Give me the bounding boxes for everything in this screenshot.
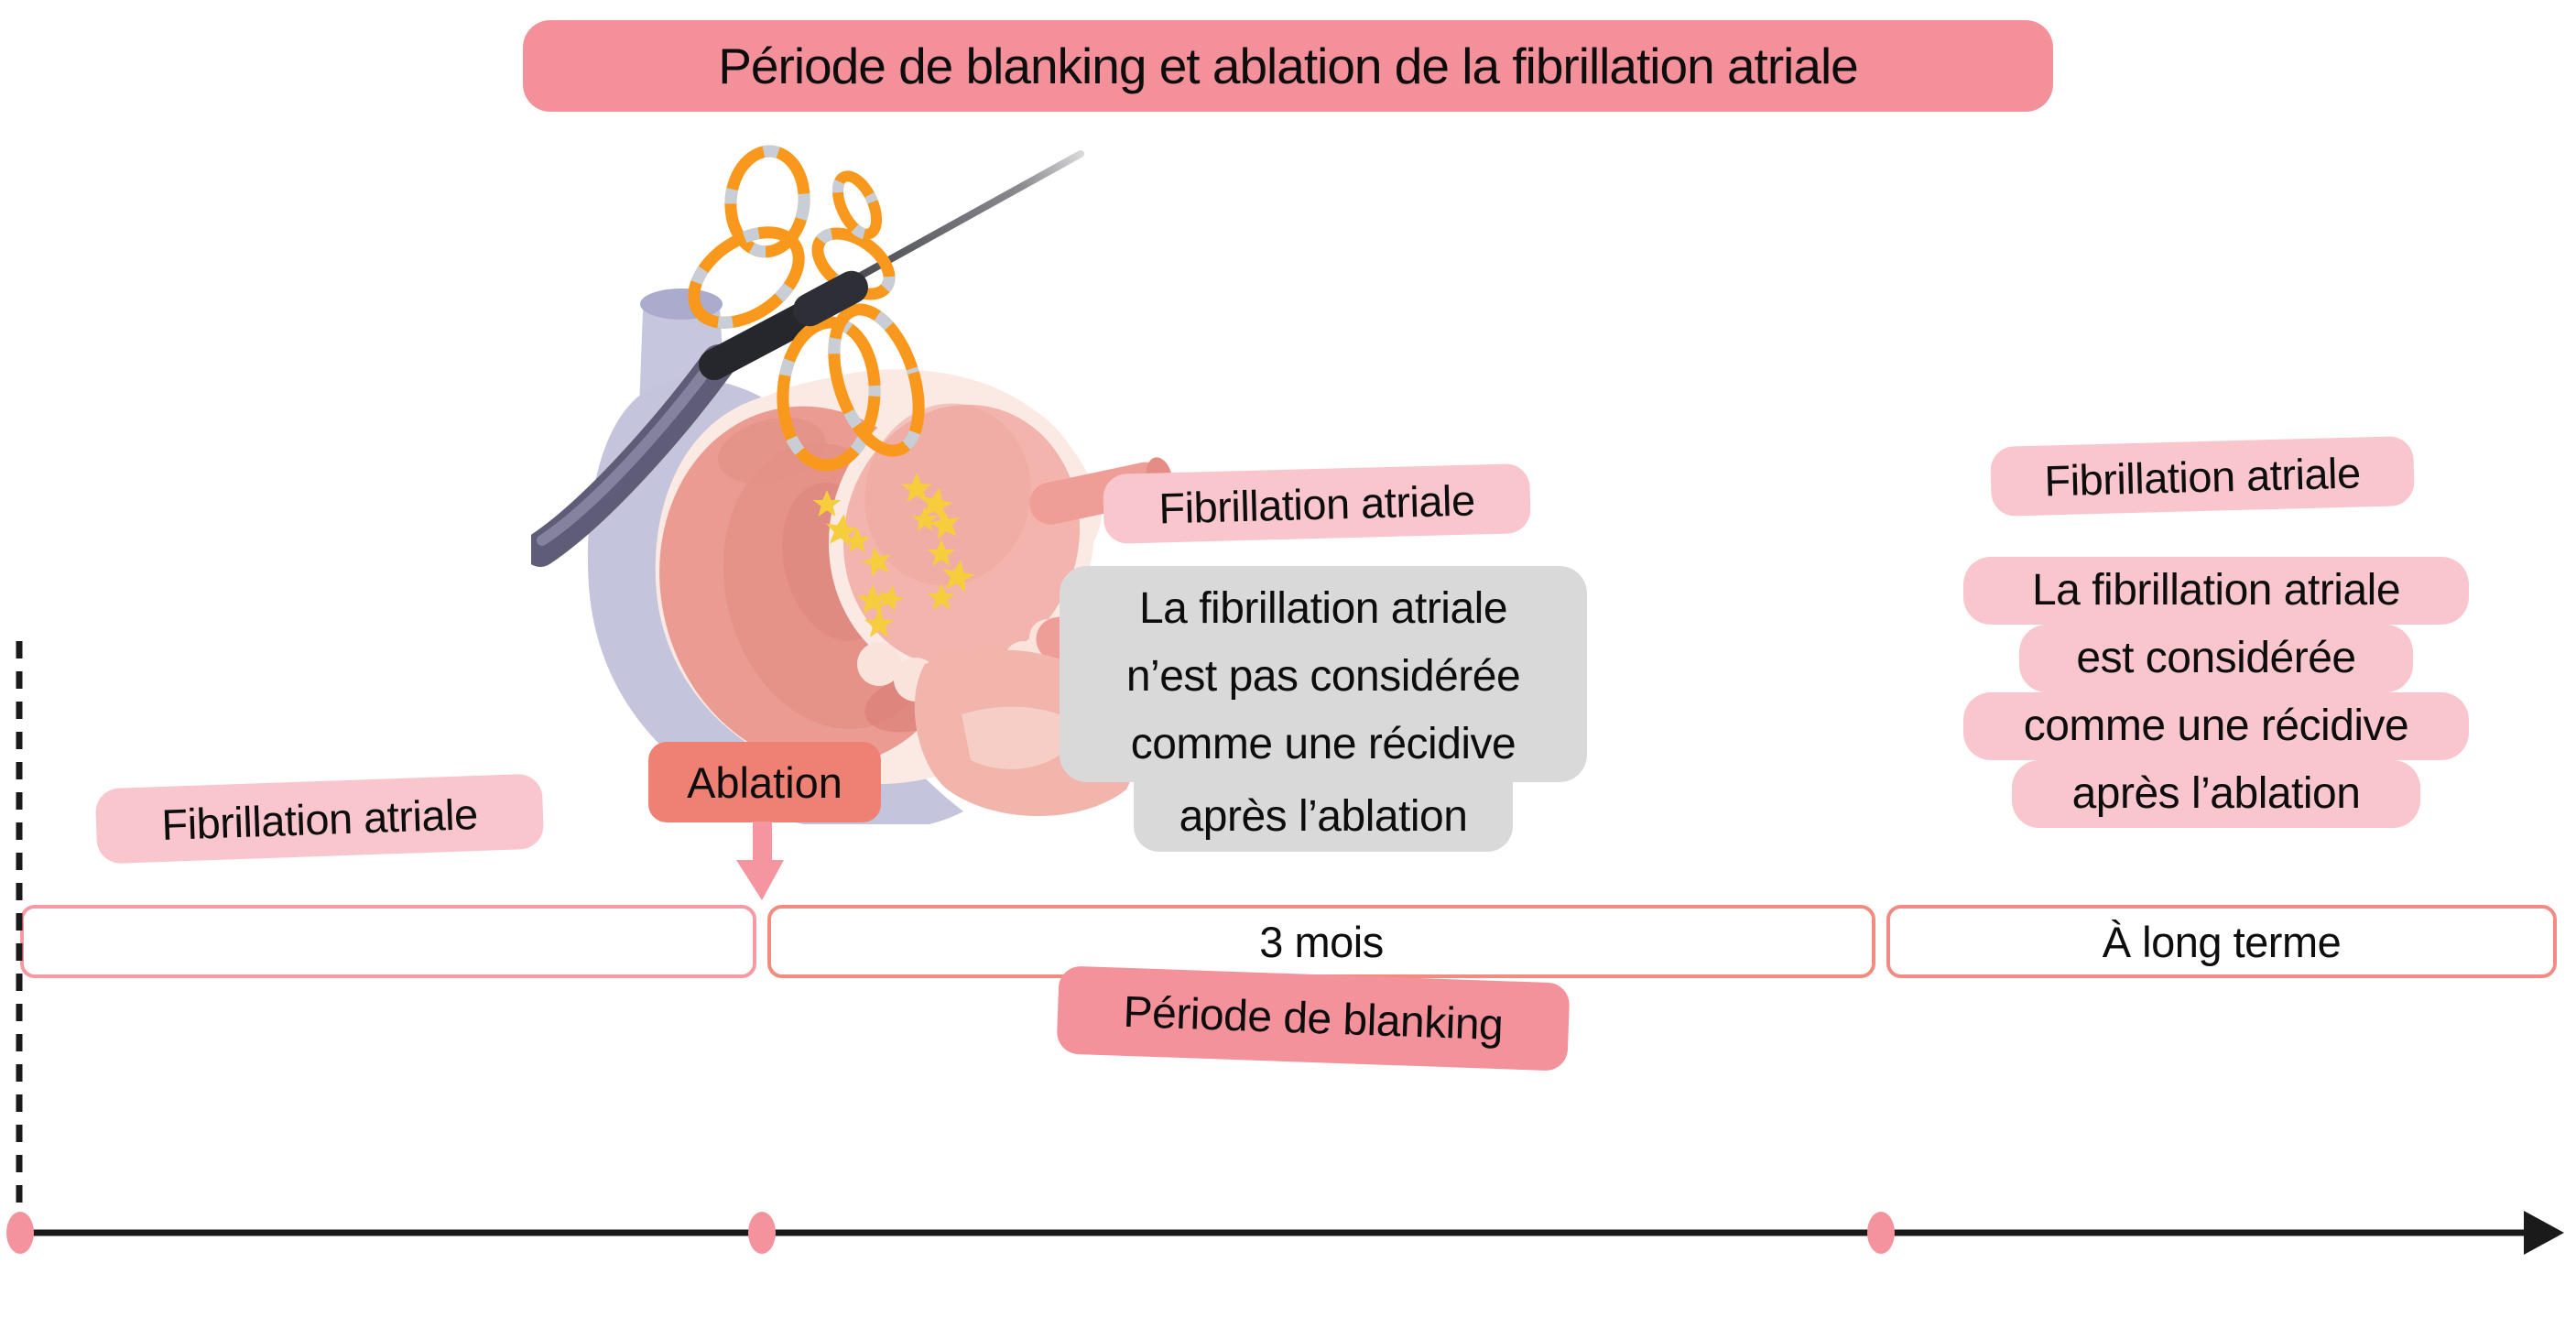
page-title: Période de blanking et ablation de la fi… — [718, 38, 1859, 94]
catheter-hub — [793, 270, 868, 327]
axis-dot-ablation — [748, 1212, 776, 1254]
title-banner: Période de blanking et ablation de la fi… — [523, 20, 2053, 112]
left-chamber — [659, 406, 971, 767]
callout-line: La fibrillation atriale — [1138, 584, 1508, 633]
callout-line: comme une récidive — [1963, 692, 2469, 760]
label-blanking-period: Période de blanking — [1056, 965, 1571, 1072]
fibrillation-stars — [812, 473, 978, 637]
callout-no-recurrence: La fibrillation atriale n’est pas consid… — [1060, 566, 1587, 852]
label-fibrillation-right: Fibrillation atriale — [1990, 435, 2415, 517]
guidewire-needle — [839, 150, 1084, 289]
catheter-flower-loops — [688, 145, 925, 472]
vena-cava-vessel — [639, 288, 725, 419]
timeline-segment-long-term: À long terme — [1886, 905, 2557, 978]
time-axis-arrowhead-icon — [2524, 1211, 2564, 1255]
heart-body — [655, 369, 1103, 785]
axis-dot-3-months — [1867, 1212, 1895, 1254]
timeline-segment-before-ablation — [20, 905, 756, 978]
callout-no-recurrence-body: La fibrillation atriale n’est pas consid… — [1060, 566, 1587, 782]
callout-recurrence: La fibrillation atriale est considérée c… — [1963, 557, 2469, 828]
callout-line: n’est pas considérée — [1125, 652, 1521, 701]
catheter-shaft — [531, 300, 821, 567]
label-fibrillation-left: Fibrillation atriale — [94, 773, 545, 865]
callout-line: après l’ablation — [2012, 760, 2420, 828]
callout-line: La fibrillation atriale — [1963, 557, 2469, 625]
callout-line: est considérée — [2019, 625, 2413, 692]
callout-line: après l’ablation — [1133, 782, 1514, 852]
label-fibrillation-middle: Fibrillation atriale — [1103, 463, 1531, 545]
axis-dot-start — [6, 1212, 34, 1254]
timeline-segment-3-months: 3 mois — [767, 905, 1875, 978]
callout-line: comme une récidive — [1130, 720, 1516, 768]
ablation-arrow-icon — [736, 822, 784, 900]
ablation-box: Ablation — [648, 742, 881, 822]
